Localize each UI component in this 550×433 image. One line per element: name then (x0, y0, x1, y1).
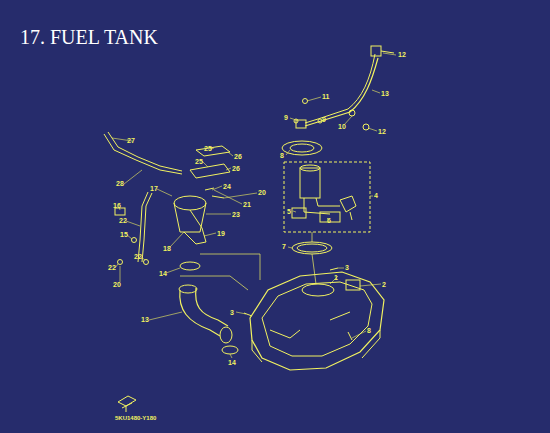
fuel-tank (262, 282, 372, 356)
breather-hose (108, 132, 182, 171)
screw (205, 188, 224, 198)
gasket (297, 244, 327, 252)
callout-number: 15 (120, 231, 128, 239)
callout-number: 26 (234, 153, 242, 161)
callout-number: 27 (127, 137, 135, 145)
callout-number: 14 (228, 359, 236, 367)
fuel-pump (300, 168, 320, 198)
callout-number: 21 (243, 201, 251, 209)
callout-number: 19 (217, 230, 225, 238)
callout-number: 6 (327, 217, 331, 225)
callout-number: 12 (378, 128, 386, 136)
page-title: 17. FUEL TANK (20, 26, 158, 48)
fuel-filter (292, 208, 306, 218)
callout-number: 3 (230, 309, 234, 317)
callout-number: 14 (159, 270, 167, 278)
hose-clamp (180, 262, 200, 270)
fuel-hose (305, 58, 378, 126)
callout-number: 7 (282, 243, 286, 251)
leader-lines (112, 53, 396, 358)
hose-clamp (222, 346, 238, 354)
filler-cap (190, 164, 230, 178)
callout-number: 28 (116, 180, 124, 188)
callout-number: 12 (398, 51, 406, 59)
pump-plate (290, 144, 314, 152)
bracket (346, 280, 360, 290)
filler-hose (179, 285, 197, 293)
direction-icon (118, 396, 136, 412)
callout-number: 9 (284, 114, 288, 122)
callout-number: 8 (280, 152, 284, 160)
clamp (349, 110, 355, 116)
filler-hose (220, 327, 232, 343)
hose-fitting (381, 51, 394, 53)
clamp (144, 260, 149, 265)
drawing-code: 5KU1480-Y180 (115, 414, 156, 422)
clamp (118, 260, 123, 265)
clamp (132, 238, 137, 243)
callout-number: 10 (338, 123, 346, 131)
drain-hose (142, 193, 152, 262)
callout-number: 8 (367, 327, 371, 335)
callout-number: 26 (232, 165, 240, 173)
callout-number: 20 (113, 281, 121, 289)
callout-number: 17 (150, 185, 158, 193)
callout-number: 1 (334, 274, 338, 282)
filler-hose (180, 288, 228, 336)
callout-number: 2 (382, 281, 386, 289)
gasket (292, 242, 332, 254)
callout-number: 11 (322, 93, 329, 101)
clamp (363, 124, 369, 130)
fuel-tank (252, 330, 380, 362)
hose-fitting (371, 46, 381, 56)
filler-pipe (184, 210, 206, 244)
phantom-line (312, 232, 316, 284)
fuel-pump (300, 165, 320, 171)
fuel-tank (250, 272, 384, 370)
callout-number: 22 (134, 253, 142, 261)
filler-cap (196, 146, 230, 156)
tank-opening (302, 284, 334, 296)
callout-number: 13 (141, 316, 149, 324)
callout-number: 18 (163, 245, 171, 253)
bolt (303, 99, 308, 104)
callout-number: 9 (322, 116, 326, 124)
callout-number: 13 (381, 90, 389, 98)
fuel-hose (305, 54, 375, 123)
filler-neck (174, 196, 206, 210)
tank-rib (270, 312, 350, 338)
phantom-line (180, 254, 260, 290)
callout-number: 3 (345, 264, 349, 272)
callout-number: 25 (195, 158, 203, 166)
callout-number: 22 (108, 264, 116, 272)
bolt (244, 268, 352, 340)
callout-number: 16 (113, 202, 121, 210)
callout-number: 23 (232, 211, 240, 219)
callout-number: 25 (204, 145, 212, 153)
sender (340, 196, 356, 220)
callout-number: 20 (258, 189, 266, 197)
callout-number: 4 (374, 192, 378, 200)
pump-plate (282, 141, 322, 155)
clip (115, 208, 125, 215)
assembly-box (284, 162, 370, 232)
callout-number: 24 (223, 183, 231, 191)
callout-number: 22 (119, 217, 127, 225)
callout-number: 5 (287, 208, 291, 216)
